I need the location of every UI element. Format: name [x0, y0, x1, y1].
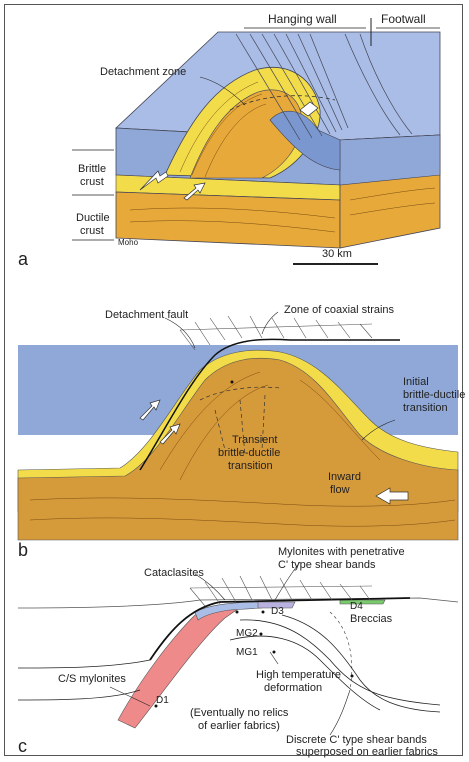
footwall-label: Footwall: [381, 12, 426, 26]
panel-b-arrow-left: [139, 399, 161, 421]
panel-b-inward-arrow: [375, 487, 409, 505]
brittle-label-1: Brittle: [78, 163, 106, 175]
panel-b-transient-dashes: [199, 386, 281, 456]
panel-b-detachment-leader: [164, 317, 196, 349]
panel-c-points: [154, 610, 354, 708]
discrete-label-1: Discrete C' type shear bands: [286, 734, 427, 746]
panel-c: Mylonites with penetrative C' type shear…: [17, 546, 459, 758]
fault-slices: [235, 33, 413, 141]
transient-label-2: brittle-ductile: [218, 447, 280, 459]
panel-b-point: [230, 380, 234, 384]
initial-label-3: transition: [403, 402, 448, 414]
mg2-label: MG2: [236, 628, 258, 639]
detachment-fault-label: Detachment fault: [105, 309, 188, 321]
hanging-wall-label: Hanging wall: [268, 12, 337, 26]
arrow-top-white: [299, 101, 319, 117]
detachment-zone-leader: [199, 76, 246, 106]
panel-c-letter: c: [18, 736, 27, 756]
panel-c-curves: [17, 614, 441, 713]
panel-c-fault-slices: [189, 575, 373, 607]
d4-label: D4: [350, 601, 363, 612]
scale-label: 30 km: [322, 248, 352, 260]
coaxial-label: Zone of coaxial strains: [284, 304, 395, 316]
panel-c-lilac-band: [257, 601, 296, 609]
panel-b-detachment-fault: [139, 338, 400, 471]
panel-b-initial-leader: [361, 419, 396, 441]
transient-label-3: transition: [228, 460, 273, 472]
panel-b: Detachment fault Zone of coaxial strains…: [17, 304, 465, 560]
initial-label-2: brittle-ductile: [403, 389, 465, 401]
arrow-left-down: [139, 170, 169, 191]
cs-mylonites-label: C/S mylonites: [58, 673, 126, 685]
panel-a-letter: a: [18, 249, 29, 269]
initial-label-1: Initial: [403, 376, 429, 388]
panel-a: Hanging wall Footwall Detachment zone Br…: [18, 12, 441, 269]
mg1-label: MG1: [236, 647, 258, 658]
transient-label-1: Transient: [232, 434, 277, 446]
ductile-label-2: crust: [80, 225, 104, 237]
panel-b-letter: b: [18, 540, 28, 560]
layer-ticks: [72, 149, 114, 241]
mylonites-label-2: C' type shear bands: [278, 559, 376, 571]
detachment-dashed-line: [229, 95, 336, 111]
panel-c-main-fault: [149, 597, 411, 661]
moho-label: Moho: [118, 238, 139, 247]
inward-label-1: Inward: [328, 471, 361, 483]
ductile-layer-front: [115, 191, 341, 249]
panel-b-fault-slices: [179, 315, 373, 351]
high-temp-label-1: High temperature: [256, 669, 341, 681]
inward-label-2: flow: [330, 484, 350, 496]
high-temp-label-2: deformation: [264, 682, 322, 694]
arrow-right-up: [183, 182, 206, 201]
dome-blue-core: [269, 111, 341, 171]
eventually-label-1: (Eventually no relics: [190, 707, 289, 719]
eventually-label-2: of earlier fabrics): [198, 720, 280, 732]
panel-b-orange-layer: [17, 357, 459, 541]
detachment-zone-label: Detachment zone: [100, 66, 186, 78]
dome-orange-core: [189, 89, 303, 179]
mylonites-label-1: Mylonites with penetrative: [278, 546, 405, 558]
foliation-lines: [129, 81, 436, 233]
d3-label: D3: [271, 606, 284, 617]
d1-label: D1: [156, 695, 169, 706]
panel-c-leaders: [109, 561, 351, 736]
breccias-label: Breccias: [350, 613, 393, 625]
panel-b-coaxial-leader: [261, 311, 279, 335]
panel-b-arrow-up: [159, 423, 181, 445]
discrete-label-2: superposed on earlier fabrics: [296, 746, 438, 758]
cataclasites-label: Cataclasites: [144, 567, 204, 579]
panel-b-foliation: [29, 371, 456, 527]
panel-c-dashed-1: [329, 611, 353, 691]
ductile-label-1: Ductile: [76, 212, 110, 224]
brittle-label-2: crust: [80, 176, 104, 188]
